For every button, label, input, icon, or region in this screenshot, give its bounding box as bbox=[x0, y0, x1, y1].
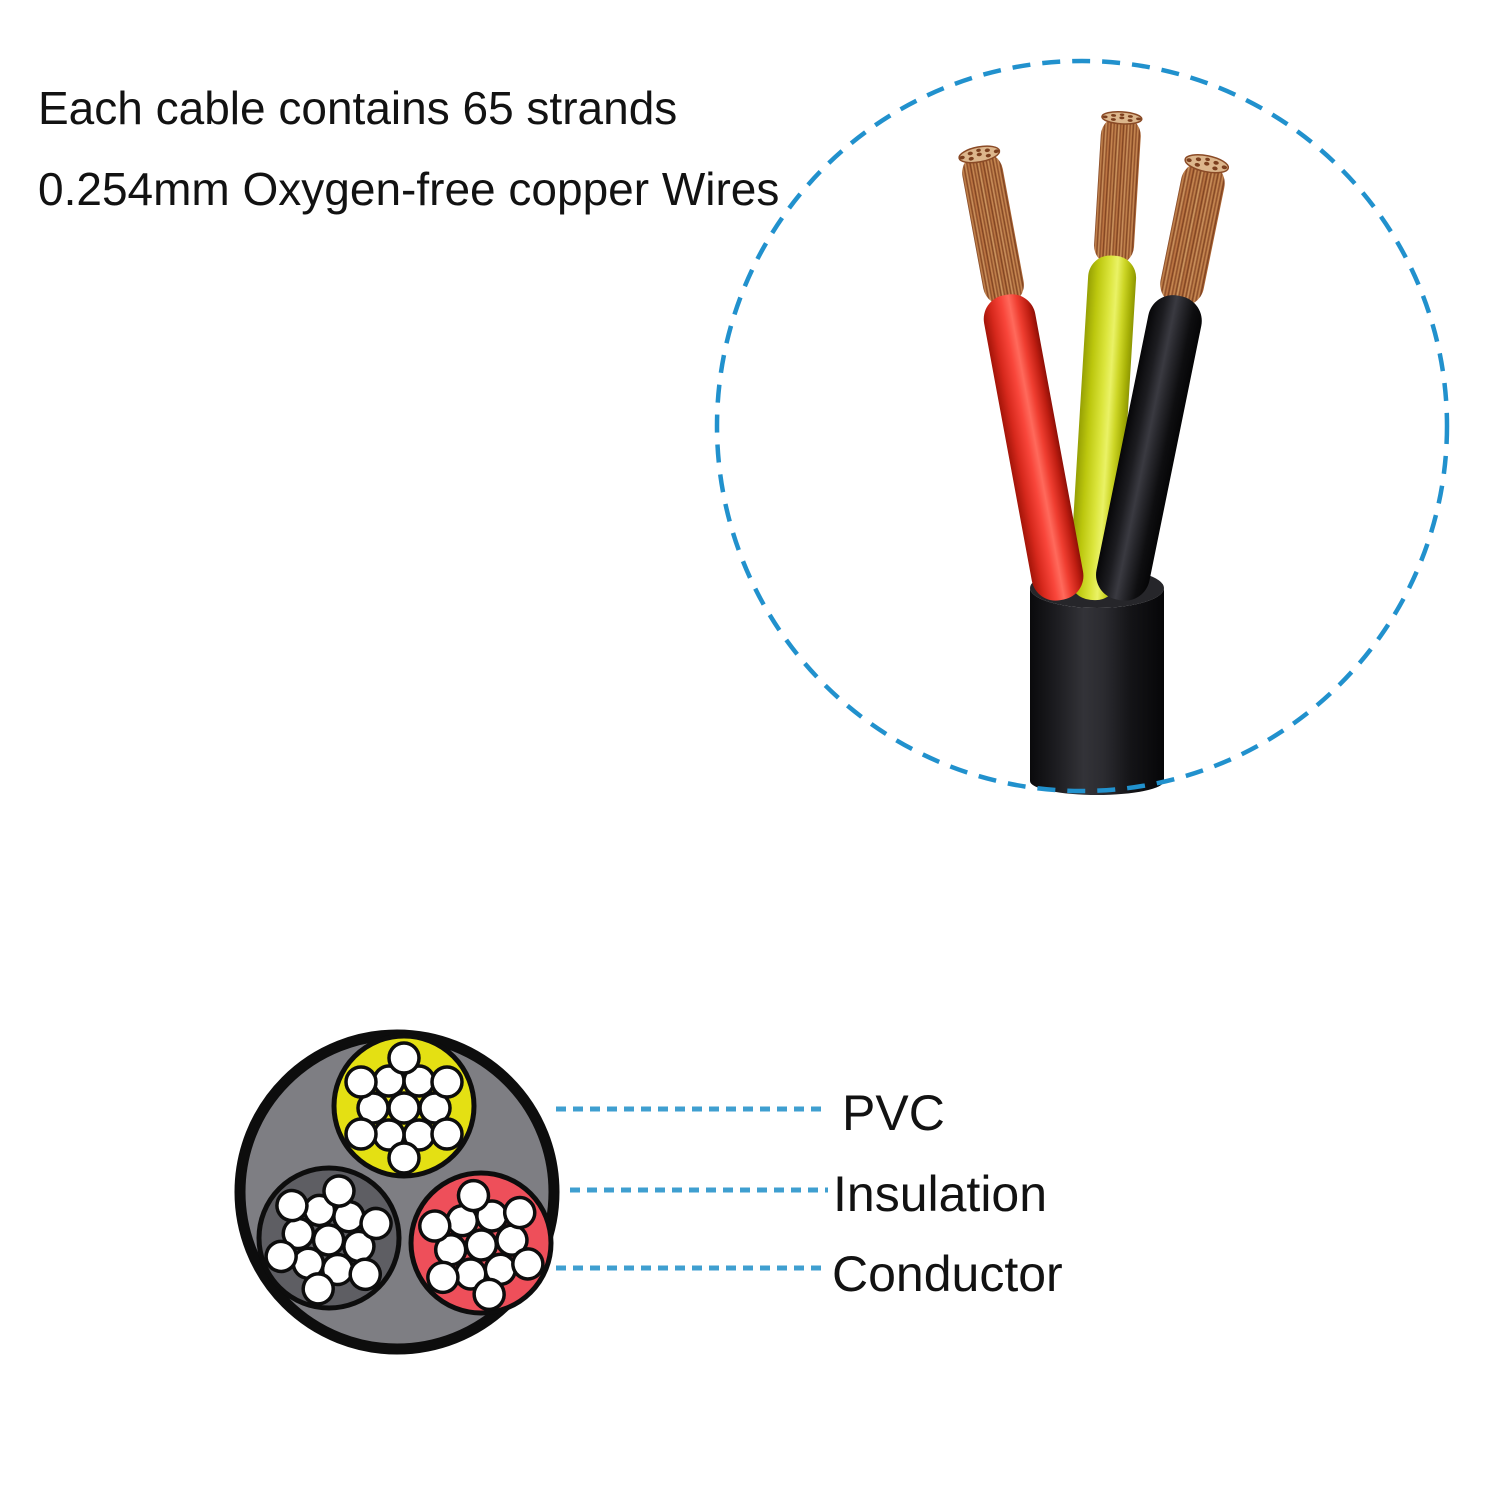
gray-conductor-bundle bbox=[256, 1162, 402, 1318]
black-wire-copper-strands bbox=[1160, 161, 1225, 307]
headline: Each cable contains 65 strands 0.254mm O… bbox=[38, 68, 779, 230]
dashed-circle bbox=[714, 58, 1450, 794]
red-wire-insulation bbox=[983, 294, 1084, 601]
cable-cross-section-diagram bbox=[234, 1029, 560, 1355]
red-wire-copper-strands bbox=[962, 152, 1024, 306]
label-pvc: PVC bbox=[842, 1085, 945, 1141]
red-wire bbox=[958, 145, 1084, 601]
label-leader-lines bbox=[556, 1106, 828, 1271]
red-conductor-bundle bbox=[408, 1169, 554, 1320]
cable-photo-illustration bbox=[714, 58, 1450, 795]
cable-jacket bbox=[1030, 588, 1164, 795]
label-conductor: Conductor bbox=[832, 1246, 1063, 1302]
label-insulation: Insulation bbox=[833, 1166, 1048, 1222]
yellow-conductor-bundle bbox=[331, 1033, 477, 1179]
headline-line-2: 0.254mm Oxygen-free copper Wires bbox=[38, 163, 780, 215]
yellow-wire-copper-strands bbox=[1094, 115, 1141, 266]
headline-line-1: Each cable contains 65 strands bbox=[38, 82, 678, 134]
black-wire bbox=[1096, 153, 1230, 601]
black-wire-insulation bbox=[1096, 295, 1202, 601]
